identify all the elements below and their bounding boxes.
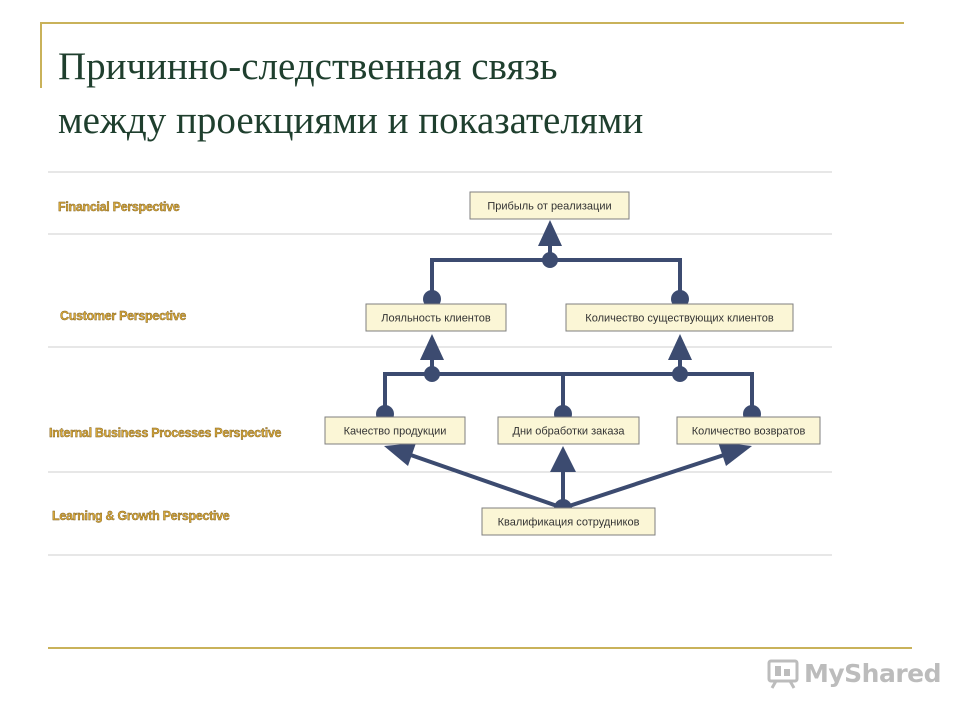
junction-node xyxy=(424,366,440,382)
connector-to-returns xyxy=(561,451,732,510)
internal-perspective-label: Internal Business Processes Perspective xyxy=(49,426,282,440)
box-label: Качество продукции xyxy=(344,426,447,438)
box-staff-qualification: Квалификация сотрудников xyxy=(481,507,656,536)
junction-node xyxy=(542,252,558,268)
arrow-up-left-icon xyxy=(384,443,416,466)
presentation-board-icon xyxy=(767,659,799,689)
box-existing-customers: Количество существующих клиентов xyxy=(565,303,794,332)
box-frame xyxy=(497,416,640,445)
watermark: MyShared xyxy=(766,655,942,695)
box-returns: Количество возвратов xyxy=(676,416,821,445)
connector-to-quality xyxy=(403,451,565,510)
arrow-up-icon xyxy=(668,334,692,360)
financial-perspective-label: Financial Perspective xyxy=(58,200,180,214)
arrow-up-icon xyxy=(420,334,444,360)
box-frame xyxy=(481,507,656,536)
box-loyalty: Лояльность клиентов xyxy=(365,303,507,332)
watermark-text: MyShared xyxy=(804,659,942,688)
box-frame xyxy=(469,191,630,220)
slide-title: Причинно-следственная связь между проекц… xyxy=(58,40,898,148)
box-profit: Прибыль от реализации xyxy=(469,191,630,220)
box-label: Квалификация сотрудников xyxy=(498,517,640,529)
customer-perspective-label: Customer Perspective xyxy=(60,309,186,323)
box-label: Дни обработки заказа xyxy=(513,426,626,438)
perspective-separators xyxy=(48,171,832,556)
title-line-2: между проекциями и показателями xyxy=(58,99,644,142)
arrow-up-icon xyxy=(538,220,562,246)
arrow-up-right-icon xyxy=(718,442,752,466)
box-label: Количество существующих клиентов xyxy=(585,313,774,325)
top-rule xyxy=(40,22,904,24)
learning-perspective-label: Learning & Growth Perspective xyxy=(52,509,230,523)
box-label: Лояльность клиентов xyxy=(381,313,491,325)
box-order-days: Дни обработки заказа xyxy=(497,416,640,445)
box-quality: Качество продукции xyxy=(324,416,466,445)
box-label: Количество возвратов xyxy=(692,426,806,438)
box-frame xyxy=(676,416,821,445)
arrow-up-icon xyxy=(550,446,576,472)
box-frame xyxy=(324,416,466,445)
box-frame xyxy=(565,303,794,332)
connector-internal-to-customer xyxy=(383,372,754,415)
box-frame xyxy=(365,303,507,332)
box-label: Прибыль от реализации xyxy=(487,201,611,213)
connector-customer-to-profit xyxy=(430,258,682,300)
junction-node xyxy=(672,366,688,382)
bottom-rule xyxy=(48,647,912,649)
left-rule xyxy=(40,22,42,88)
title-line-1: Причинно-следственная связь xyxy=(58,45,558,88)
